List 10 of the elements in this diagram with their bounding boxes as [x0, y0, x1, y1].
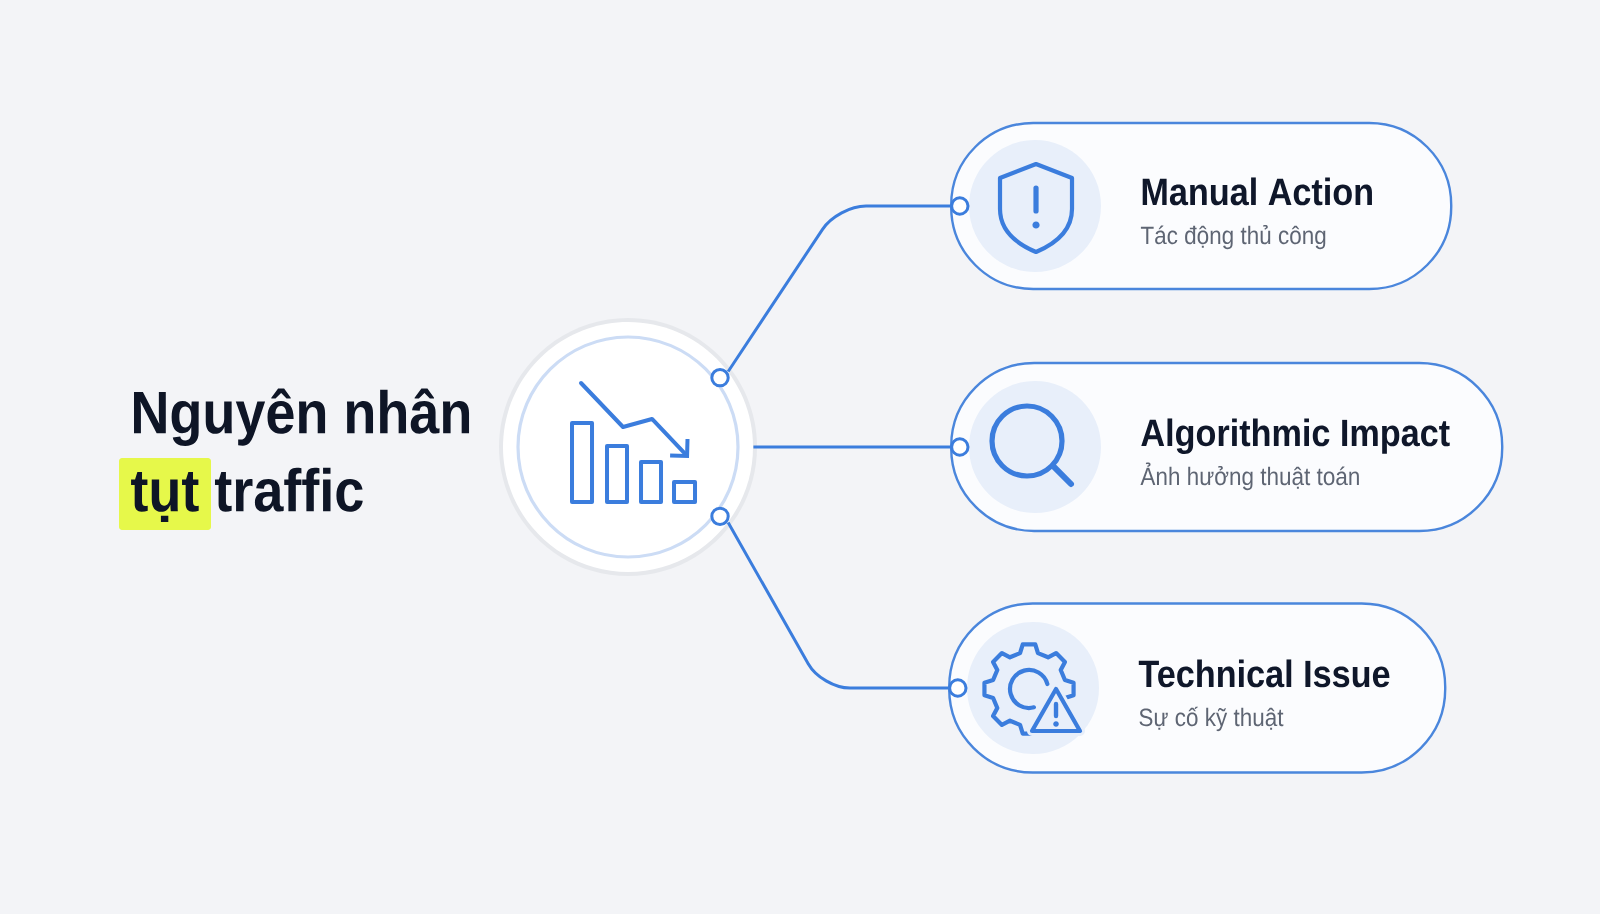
connector: [753, 445, 950, 449]
card-subtitle: Ảnh hưởng thuật toán: [1140, 462, 1359, 491]
card-heading: Technical Issue: [1138, 659, 1390, 688]
connector: [726, 521, 948, 690]
title: Nguyên nhân tụt traffic: [119, 388, 470, 530]
connector: [726, 204, 950, 373]
card-heading: Manual Action: [1142, 177, 1372, 206]
card-heading: Algorithmic Impact: [1141, 418, 1450, 455]
card-subtitle: Tác động thủ công: [1140, 225, 1326, 250]
card-subtitle: Sự cố kỹ thuật: [1139, 706, 1284, 732]
